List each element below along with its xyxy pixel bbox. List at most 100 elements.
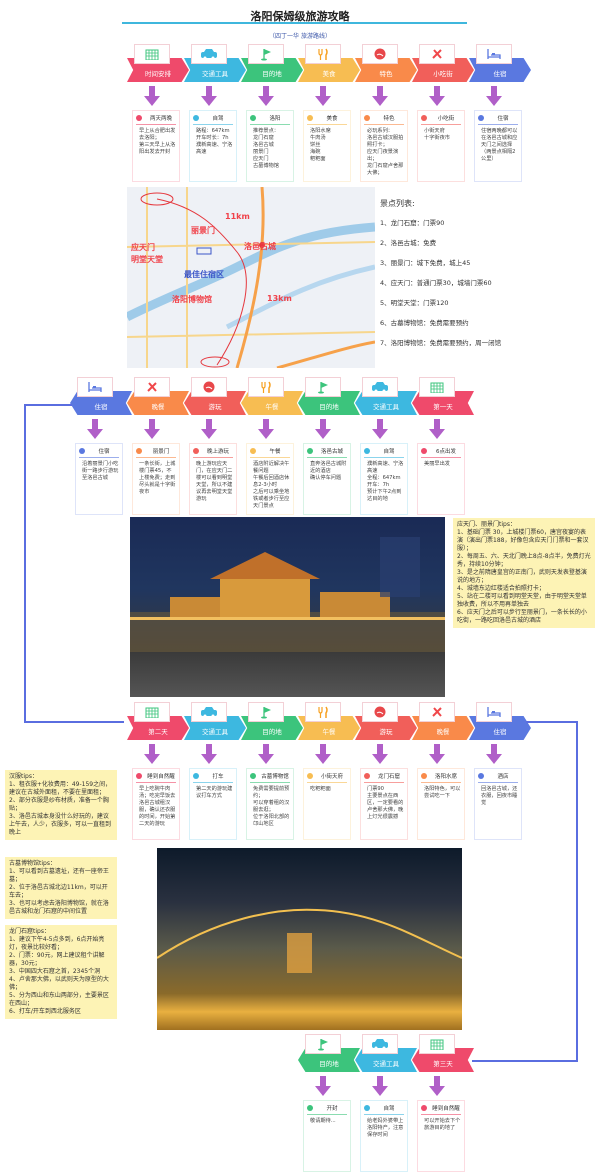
color-dot (250, 115, 256, 121)
step-label: 目的地 (319, 403, 339, 411)
card-title: 睡到自然醒 (147, 774, 175, 780)
connector-line-left-top (24, 404, 72, 406)
card-header: 龙门石窟 (364, 772, 404, 783)
arrow-down-icon (429, 1076, 445, 1096)
color-dot (307, 448, 313, 454)
step-label: 目的地 (319, 1060, 339, 1068)
page-subtitle: （四丁一华 旅游路线） (269, 33, 331, 40)
page-title: 洛阳保姆级旅游攻略 (250, 10, 350, 23)
card-body: 洛阳特色，可以尝试吃一下 (424, 786, 461, 799)
longmen-grottoes-photo (157, 848, 462, 1030)
card-header: 洛邑古城 (307, 447, 347, 458)
step-card: 龙门石窟 门票90 主要景点在西区，一定要看的卢舍那大佛，晚上灯光很震撼 (360, 768, 408, 840)
color-dot (307, 773, 313, 779)
card-header: 睡到自然醒 (136, 772, 176, 783)
step-label: 游玩 (379, 728, 393, 736)
arrow-down-icon (315, 419, 331, 439)
card-header: 住宿 (478, 114, 518, 125)
step-card: 打车 第二天的游玩建议打车方式 (189, 768, 237, 840)
route-map[interactable]: 丽景门 洛邑古城 应天门 明堂天堂 最佳住宿区 洛阳博物馆 11km 13km (127, 187, 375, 368)
map-graphic (127, 187, 375, 368)
card-body: 一条长街，上城楼门票45，不上楼免费；走到尽头就是十字街夜市 (139, 461, 176, 495)
arrow-down-icon (144, 744, 160, 764)
flag-icon (248, 44, 284, 64)
card-header: 自驾 (364, 447, 404, 458)
step-label: 交通工具 (202, 70, 228, 78)
car-icon (362, 1034, 398, 1054)
card-body: 路程：647km 开车时长：7h 濮新高速、宁洛高速 (196, 128, 233, 155)
attraction-list-heading: 景点列表: (380, 199, 415, 208)
arrow-down-icon (87, 419, 103, 439)
card-header: 小街天府 (307, 772, 347, 783)
car-icon (362, 377, 398, 397)
map-label-yingtian: 应天门 (131, 243, 155, 252)
step-card: 自驾 濮新高速、宁洛高速 全程：647km 开车：7h 预计下午2点到达目的地 (360, 443, 408, 515)
color-dot (193, 448, 199, 454)
attraction-item: 4、应天门：普通门票30，城墙门票60 (380, 279, 492, 287)
attraction-item: 5、明堂天堂：门票120 (380, 299, 449, 307)
card-title: 睡到自然醒 (432, 1106, 460, 1112)
bed-icon (77, 377, 113, 397)
arrow-down-icon (429, 744, 445, 764)
step-label: 交通工具 (373, 1060, 399, 1068)
card-header: 美食 (307, 114, 347, 125)
card-title: 酒店 (497, 774, 509, 780)
longmen-tips-note: 龙门石窟tips： 1、建议下午4-5点多到，6点开始亮灯，夜景比较好看； 2、… (5, 925, 117, 1019)
step-card: 酒店 回洛邑古城，还衣服，回夜市睡觉 (474, 768, 522, 840)
step-card: 洛邑古城 直奔洛邑古城附近的酒店 确认停车问题 (303, 443, 351, 515)
arrow-down-icon (201, 86, 217, 106)
tomb-museum-tips-note: 古墓博物馆tips： 1、可以看到古墓遗址，还有一座帝王墓； 2、位于洛邑古城北… (5, 857, 117, 919)
card-title: 洛邑古城 (320, 449, 343, 455)
step-label: 第一天 (433, 403, 453, 411)
card-header: 丽景门 (136, 447, 176, 458)
card-header: 睡到自然醒 (421, 1104, 461, 1115)
step-card: 自驾 路程：647km 开车时长：7h 濮新高速、宁洛高速 (189, 110, 237, 182)
step-card: 住宿 沿着丽景门小吃街一路步行游玩至洛邑古城 (75, 443, 123, 515)
arrow-down-icon (429, 86, 445, 106)
color-dot (250, 448, 256, 454)
arrow-down-icon (201, 744, 217, 764)
step-card: 两天两晚 早上从合肥出发去洛阳； 第三天早上从洛阳出发去开封 (132, 110, 180, 182)
arrow-down-icon (144, 86, 160, 106)
step-label: 目的地 (262, 728, 282, 736)
card-header: 打车 (193, 772, 233, 783)
card-header: 自驾 (193, 114, 233, 125)
tour-icon (362, 44, 398, 64)
arrow-down-icon (372, 419, 388, 439)
step-card: 睡到自然醒 早上吃碗牛肉汤；吃完早饭去洛邑古城租汉服，确认还衣服的时间，开始第二… (132, 768, 180, 840)
flag-icon (305, 1034, 341, 1054)
arrow-down-icon (315, 1076, 331, 1096)
arrow-down-icon (315, 86, 331, 106)
card-title: 特色 (383, 116, 395, 122)
arrow-down-icon (486, 86, 502, 106)
card-title: 晚上游玩 (206, 449, 229, 455)
card-header: 6点出发 (421, 447, 461, 458)
card-title: 龙门石窟 (377, 774, 400, 780)
car-icon (191, 702, 227, 722)
card-body: 美丽早出发 (424, 461, 450, 467)
card-body: 住宿两晚都可以在洛邑古城和应天门之间选择（两景点相隔2公里） (481, 128, 518, 162)
card-body: 濮新高速、宁洛高速 全程：647km 开车：7h 预计下午2点到达目的地 (367, 461, 404, 502)
color-dot (364, 773, 370, 779)
step-card: 丽景门 一条长街，上城楼门票45，不上楼免费；走到尽头就是十字街夜市 (132, 443, 180, 515)
card-title: 自驾 (212, 116, 224, 122)
fork-knife-icon (305, 702, 341, 722)
flag-icon (305, 377, 341, 397)
card-header: 住宿 (79, 447, 119, 458)
card-body: 早上从合肥出发去洛阳； 第三天早上从洛阳出发去开封 (139, 128, 176, 155)
step-label: 第三天 (433, 1060, 453, 1068)
map-label-mingtang: 明堂天堂 (131, 255, 163, 264)
map-label-distance-1: 11km (225, 212, 250, 221)
step-label: 午餐 (322, 728, 336, 736)
step-label: 小吃街 (433, 70, 453, 78)
step-card: 小吃街 小街天府 十字街夜市 (417, 110, 465, 182)
color-dot (136, 773, 142, 779)
step-card: 美食 洛阳水席 牛肉汤 饼丝 海碗 粑粑面 (303, 110, 351, 182)
card-header: 洛阳水席 (421, 772, 461, 783)
step-label: 晚餐 (151, 403, 165, 411)
color-dot (478, 773, 484, 779)
color-dot (421, 773, 427, 779)
step-card: 开封 敬请期待... (303, 1100, 351, 1172)
tour-icon (191, 377, 227, 397)
step-card: 洛阳水席 洛阳特色，可以尝试吃一下 (417, 768, 465, 840)
